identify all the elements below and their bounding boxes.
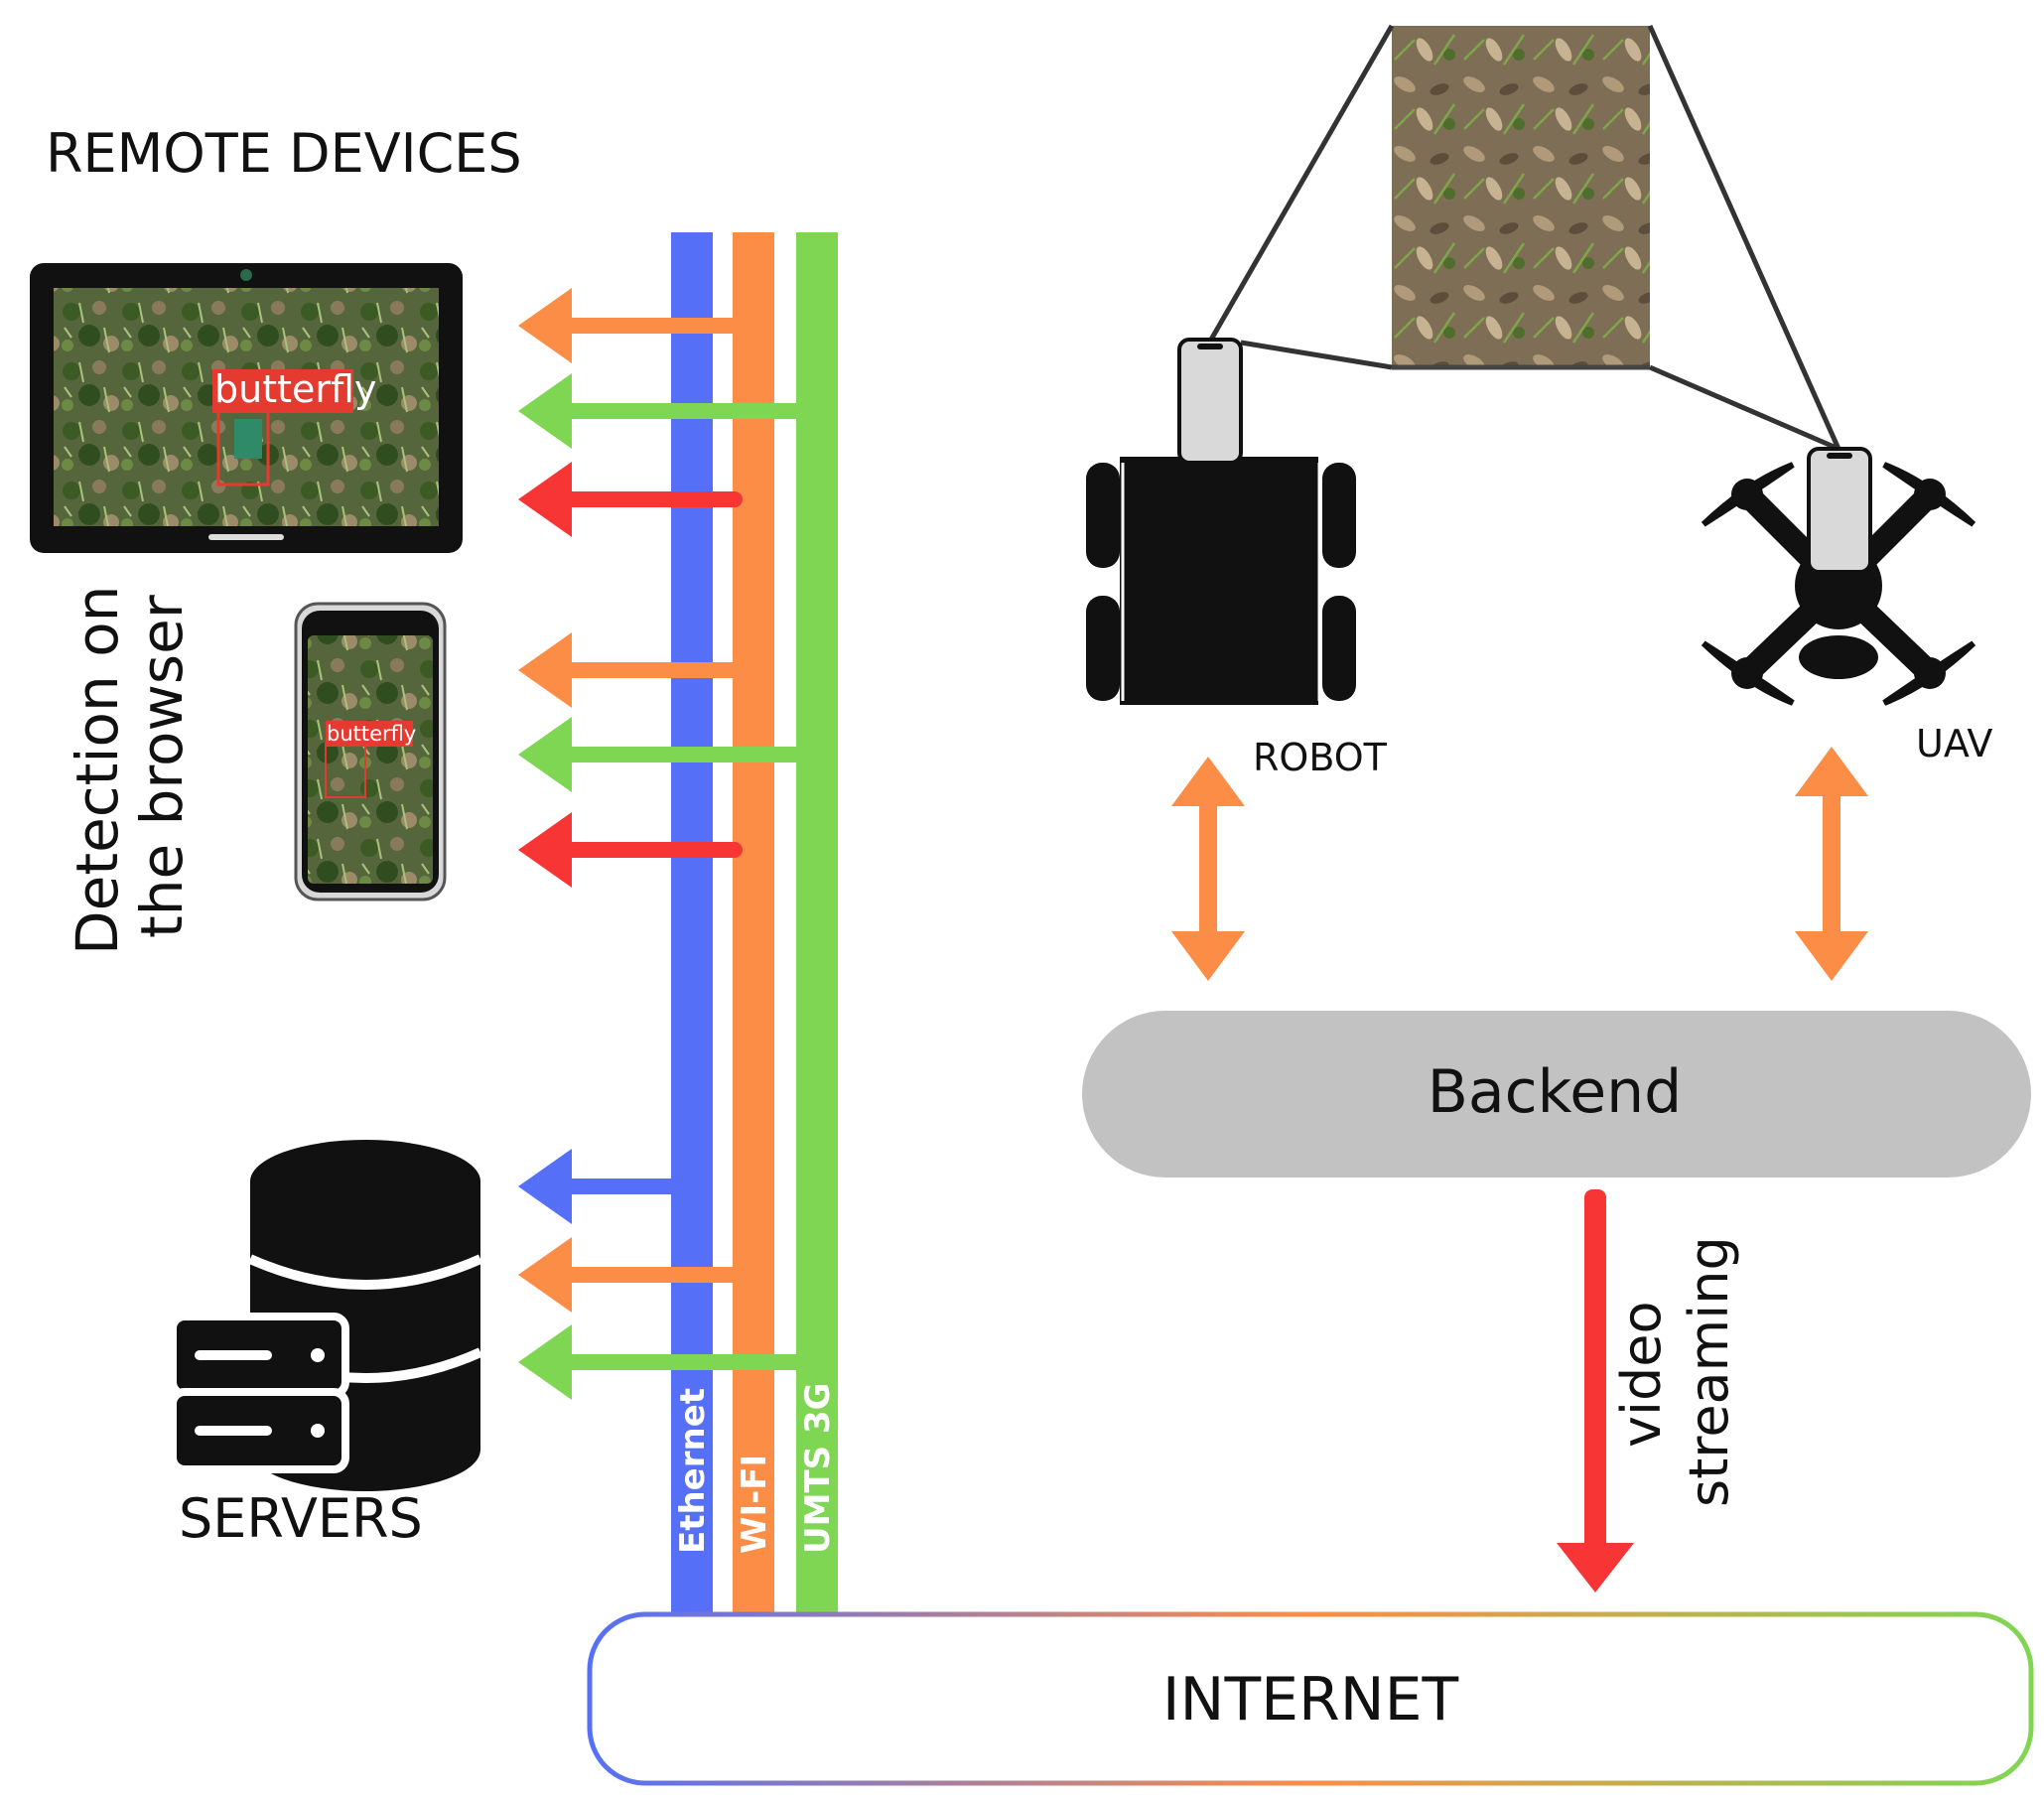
backend-label: Backend [1428, 1057, 1683, 1127]
phone-video-arrow [518, 812, 743, 888]
phone-wifi-arrow [518, 632, 752, 708]
tablet-detection-label: butterfly [214, 367, 376, 411]
servers-label: SERVERS [179, 1487, 423, 1550]
wifi-bus [733, 232, 774, 1622]
camera-view-image [1392, 26, 1650, 370]
database-server-icon [169, 1140, 483, 1491]
server-wifi-arrow [518, 1237, 752, 1313]
phone-detection-tag [326, 721, 413, 747]
umts-bus-label: UMTS 3G [798, 1382, 838, 1554]
phone-detection-label: butterfly [327, 722, 416, 746]
ethernet-bus-label: Ethernet [673, 1388, 713, 1554]
ethernet-bus [671, 232, 713, 1622]
remote-devices-label: REMOTE DEVICES [46, 122, 522, 185]
video-streaming-label-line1: video [1610, 1302, 1673, 1449]
uav-backend-arrow [1795, 747, 1868, 981]
robot-smartphone-icon [1177, 338, 1243, 465]
video-streaming-arrow [1557, 1189, 1634, 1593]
server-umts-arrow [518, 1324, 818, 1400]
server-ethernet-arrow [518, 1149, 691, 1224]
internet-box [587, 1611, 2034, 1786]
robot-backend-arrow [1171, 757, 1245, 981]
umts-bus [796, 232, 838, 1622]
tablet-umts-arrow [518, 373, 818, 449]
uav-smartphone-icon [1807, 447, 1872, 574]
smartphone-icon: butterfly [294, 602, 447, 901]
tablet-video-arrow [518, 462, 743, 537]
uav-label: UAV [1916, 722, 1992, 765]
wifi-bus-label: WI-FI [735, 1455, 774, 1554]
backend-box [1082, 1011, 2031, 1178]
phone-umts-arrow [518, 717, 818, 792]
video-streaming-label-line2: streaming [1678, 1236, 1740, 1507]
tablet-wifi-arrow [518, 288, 752, 363]
camera-projection-lines [1208, 24, 1841, 452]
internet-label: INTERNET [1162, 1665, 1459, 1734]
detection-on-browser-label-line1: Detection on [64, 586, 131, 955]
tablet-icon: butterfly [30, 263, 463, 553]
robot-label: ROBOT [1253, 736, 1388, 779]
robot-icon [1086, 457, 1356, 705]
tablet-detection-tag [212, 369, 353, 413]
detection-on-browser-label-line2: the browser [128, 595, 196, 938]
